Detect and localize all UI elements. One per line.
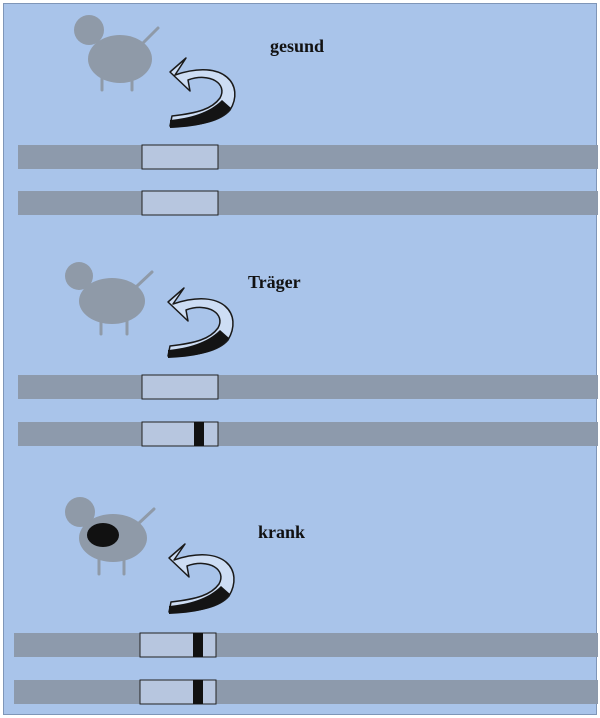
chromosome-pair-carrier	[18, 375, 598, 446]
mutation-marker	[193, 680, 203, 704]
chromosome-top	[14, 633, 598, 657]
gene-box-bottom	[140, 680, 216, 704]
gene-box-top	[142, 145, 218, 169]
turn-arrow-icon	[168, 288, 233, 358]
mutation-marker	[193, 633, 203, 657]
gene-box-top	[140, 633, 216, 657]
chromosome-top	[18, 145, 598, 169]
panel-sick: krank	[14, 497, 598, 704]
dog-icon	[74, 15, 158, 90]
panel-carrier: Träger	[18, 262, 598, 446]
chromosome-bottom	[14, 680, 598, 704]
panel-healthy: gesund	[18, 15, 598, 215]
chromosome-pair-healthy	[18, 145, 598, 215]
dog-icon	[65, 497, 154, 574]
status-label-healthy: gesund	[270, 36, 324, 56]
gene-box-bottom	[142, 422, 218, 446]
dog-icon	[65, 262, 152, 334]
chromosome-pair-sick	[14, 633, 598, 704]
chromosome-bottom	[18, 422, 598, 446]
status-label-sick: krank	[258, 522, 305, 542]
chromosome-bottom	[18, 191, 598, 215]
turn-arrow-icon	[169, 544, 234, 614]
gene-box-top	[142, 375, 218, 399]
mutation-marker	[194, 422, 204, 446]
turn-arrow-icon	[170, 58, 235, 128]
status-label-carrier: Träger	[248, 272, 301, 292]
disease-spot	[87, 523, 119, 547]
chromosome-top	[18, 375, 598, 399]
gene-box-bottom	[142, 191, 218, 215]
